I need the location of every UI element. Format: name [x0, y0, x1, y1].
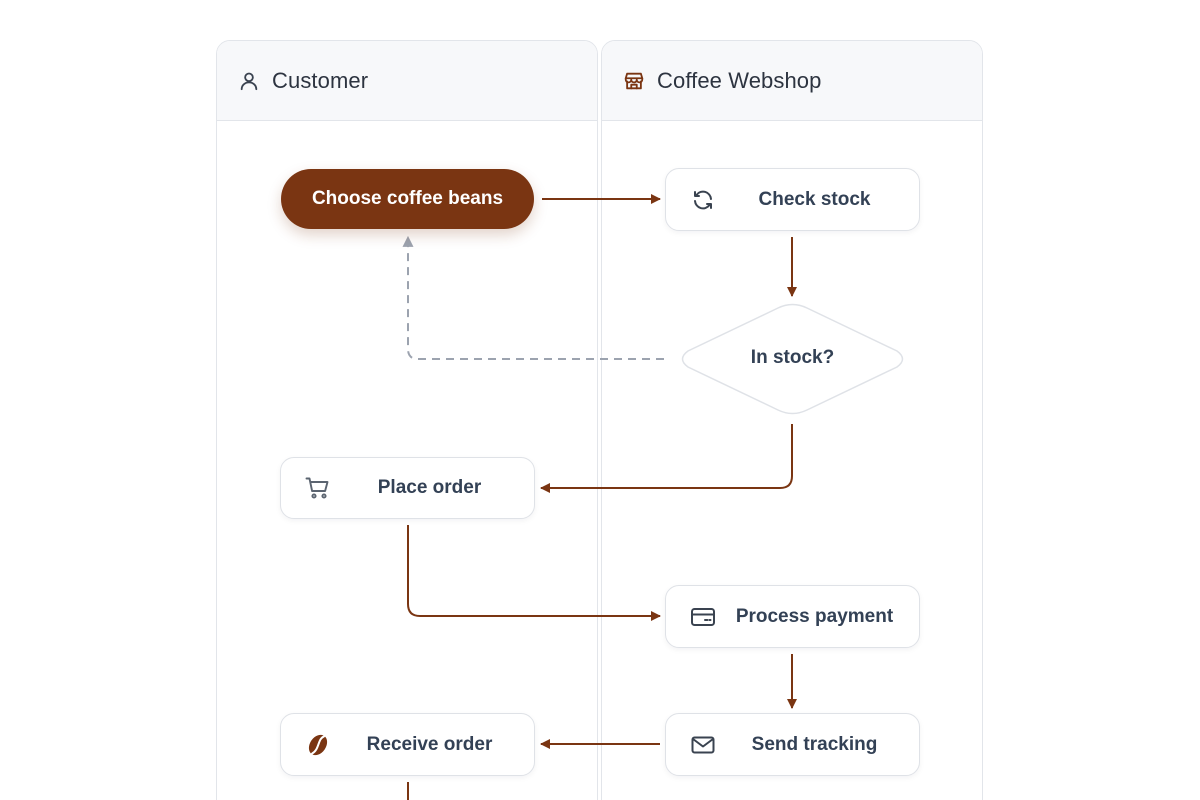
diamond-shape: [681, 303, 904, 415]
refresh-icon: [690, 187, 716, 213]
lane-header-webshop: Coffee Webshop: [602, 41, 982, 121]
lane-header-customer: Customer: [217, 41, 597, 121]
node-decision-in-stock[interactable]: In stock?: [676, 303, 909, 415]
node-label: Process payment: [735, 605, 894, 627]
node-label: Check stock: [758, 188, 871, 210]
store-icon: [622, 69, 646, 93]
lane-webshop: Coffee Webshop: [601, 40, 983, 800]
node-label: Choose coffee beans: [311, 188, 504, 209]
node-label: Send tracking: [751, 733, 878, 755]
node-receive-order[interactable]: Receive order: [280, 713, 535, 776]
node-label: Place order: [377, 477, 482, 498]
user-icon: [237, 69, 261, 93]
node-label: Receive order: [366, 733, 493, 755]
lane-title-webshop: Coffee Webshop: [657, 67, 822, 93]
credit-card-icon: [690, 604, 716, 630]
node-label: In stock?: [750, 347, 835, 368]
node-place-order[interactable]: Place order: [280, 457, 535, 519]
mail-icon: [690, 732, 716, 758]
lane-customer: Customer: [216, 40, 598, 800]
coffee-bean-icon: [305, 732, 331, 758]
node-process-payment[interactable]: Process payment: [665, 585, 920, 648]
node-choose-coffee-beans[interactable]: Choose coffee beans: [281, 169, 534, 229]
lane-title-customer: Customer: [272, 67, 369, 93]
node-send-tracking[interactable]: Send tracking: [665, 713, 920, 776]
cart-icon: [305, 475, 331, 501]
node-check-stock[interactable]: Check stock: [665, 168, 920, 231]
